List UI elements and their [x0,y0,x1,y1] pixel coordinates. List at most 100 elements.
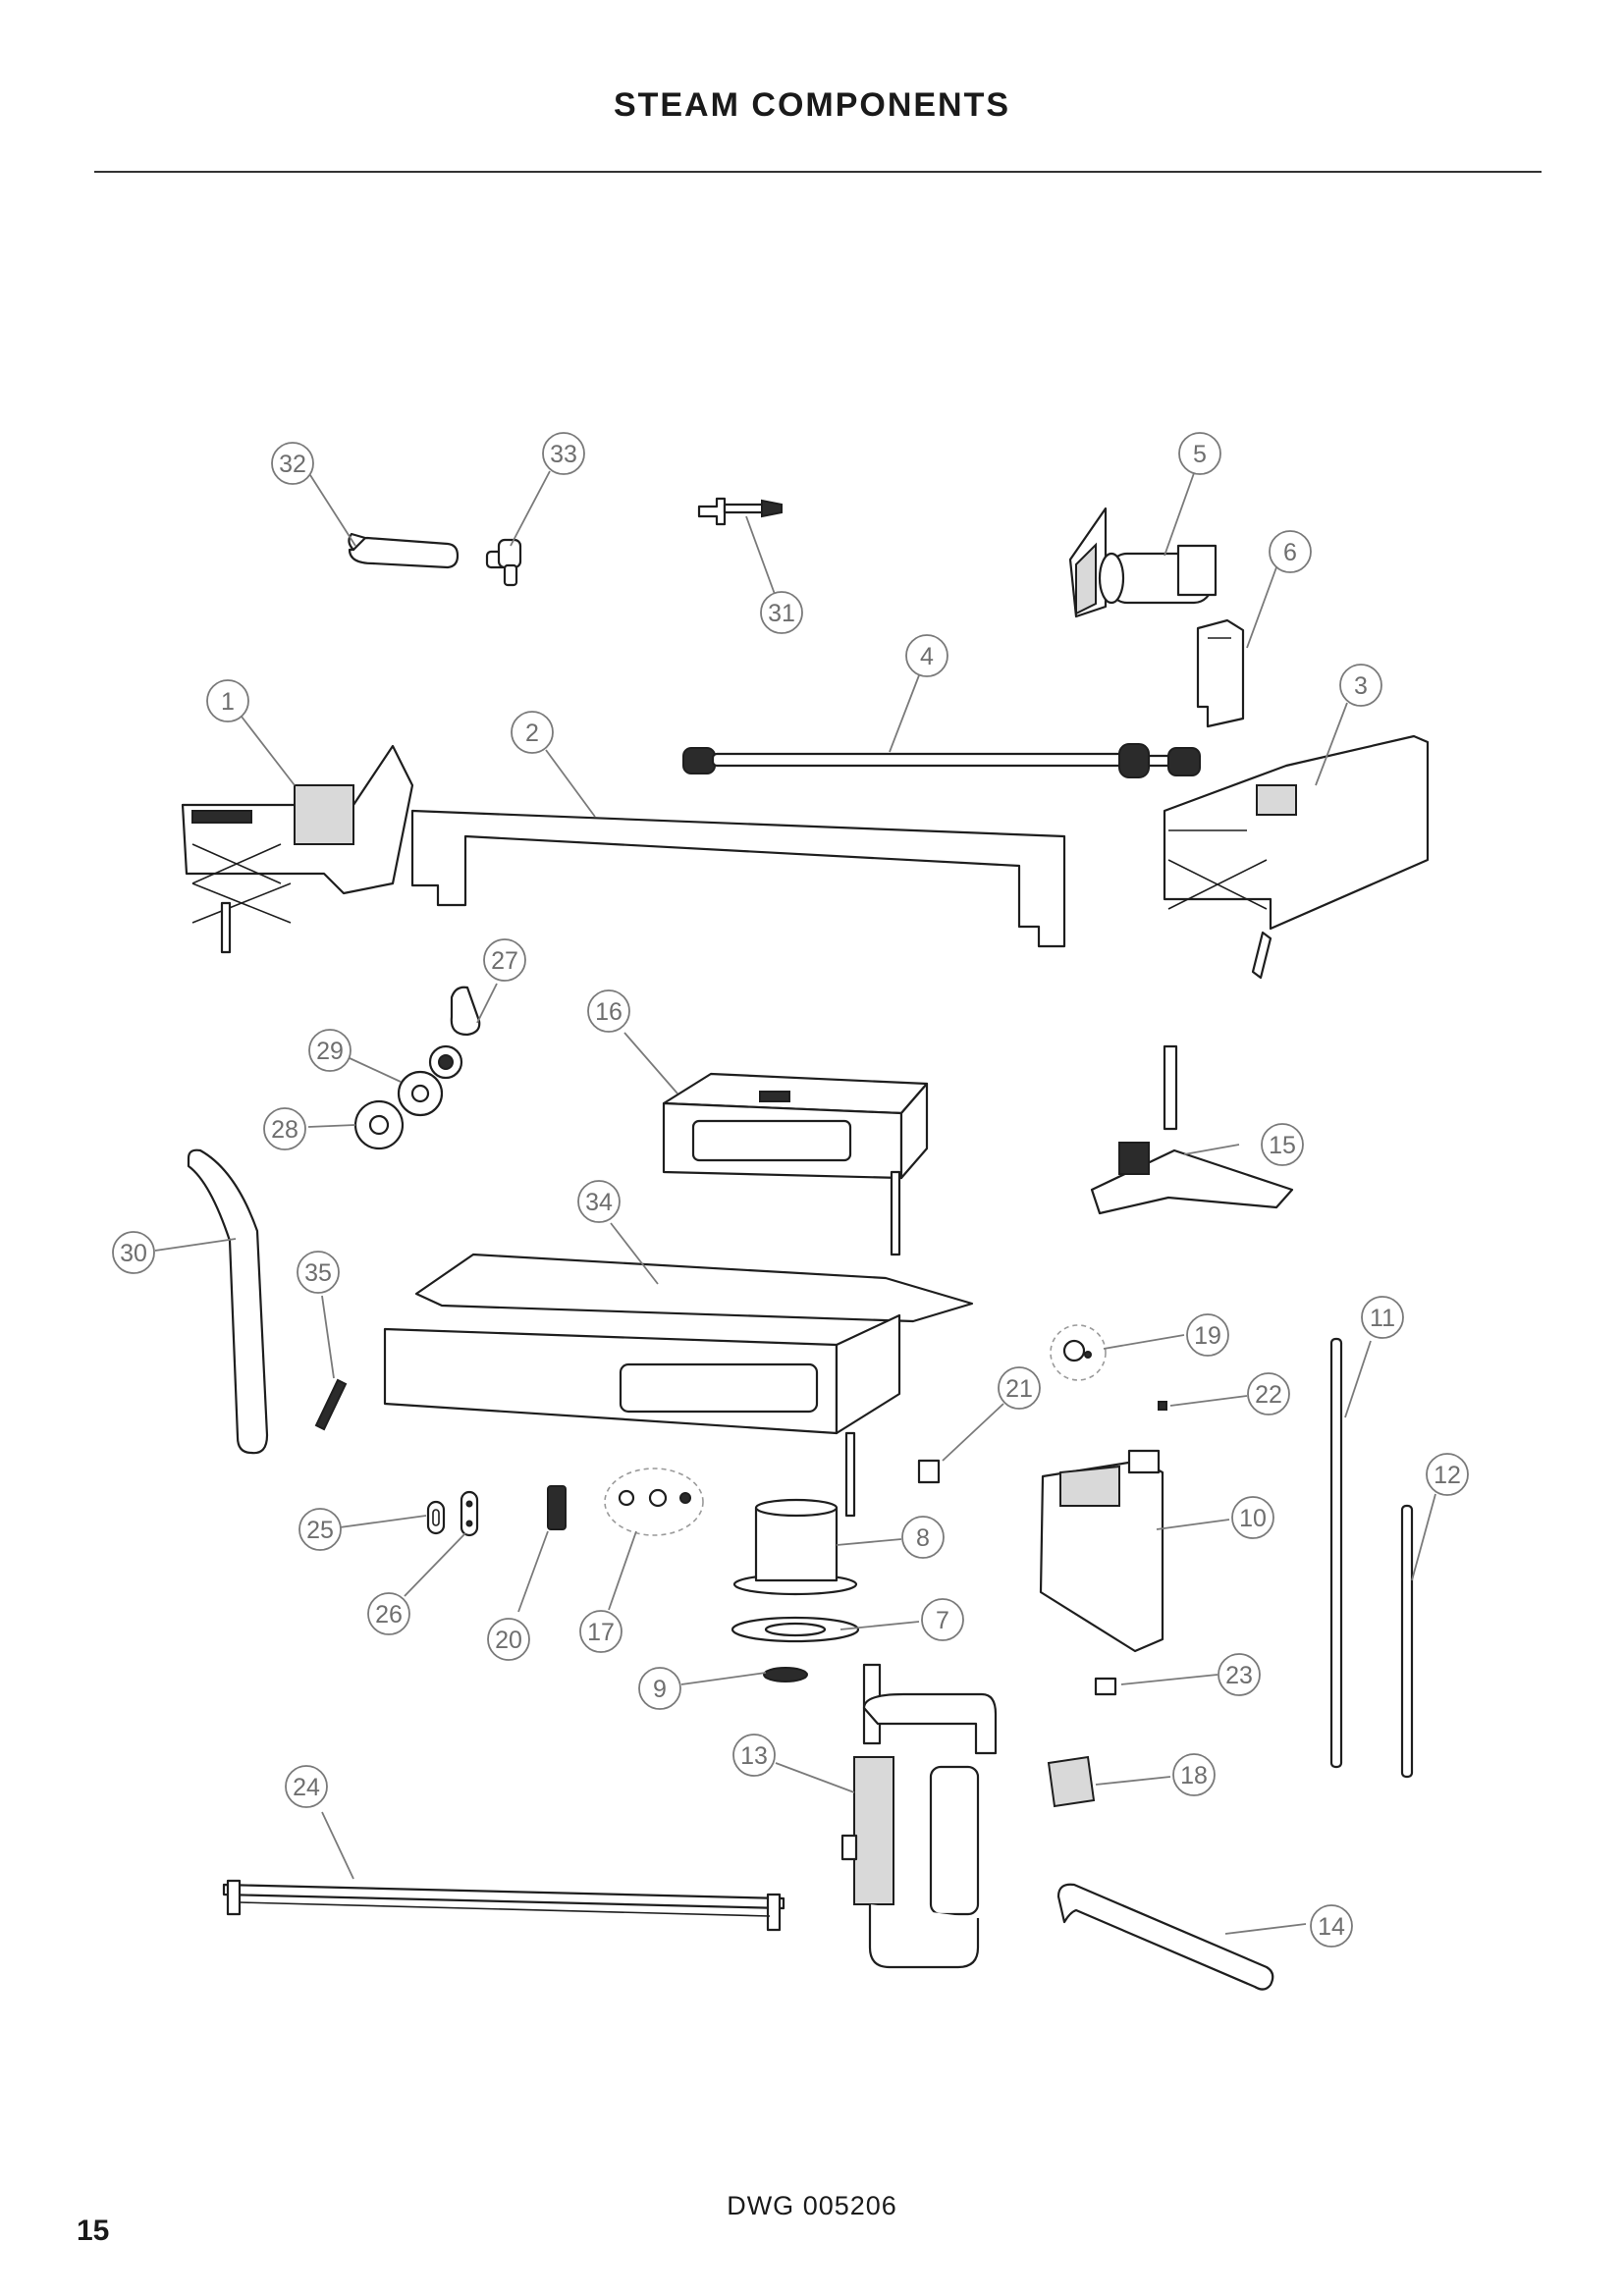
svg-text:18: 18 [1180,1762,1208,1789]
svg-text:1: 1 [221,688,235,716]
svg-text:34: 34 [585,1189,613,1216]
svg-text:3: 3 [1354,672,1368,700]
callout-2: 2 [511,711,554,754]
part-15-drain-bracket [1090,1044,1294,1215]
callout-5: 5 [1178,432,1221,475]
callout-27: 27 [483,938,526,982]
svg-text:27: 27 [491,947,518,975]
svg-text:12: 12 [1434,1462,1461,1489]
part-18-pcb [1047,1755,1096,1808]
part-23-clip [1094,1677,1117,1696]
part-21-clip [917,1459,941,1484]
part-2-frame [410,809,1066,948]
part-25-grommet [426,1500,446,1535]
part-11-rod [1329,1337,1343,1769]
part-12-rod [1400,1504,1414,1779]
callout-23: 23 [1218,1653,1261,1696]
part-10-control-board [1039,1449,1164,1653]
part-8-steam-duct [732,1498,858,1596]
part-1-left-hinge-assembly [181,744,414,954]
callout-7: 7 [921,1598,964,1641]
title-divider [94,171,1542,173]
svg-text:8: 8 [916,1524,930,1552]
callout-6: 6 [1269,530,1312,573]
callout-24: 24 [285,1765,328,1808]
svg-text:31: 31 [768,600,795,627]
part-31-pin [697,497,783,526]
svg-text:14: 14 [1318,1913,1345,1941]
callout-31: 31 [760,591,803,634]
callout-1: 1 [206,679,249,722]
part-32-elbow-hose [348,532,460,569]
svg-text:2: 2 [525,720,539,747]
part-6-bracket [1196,618,1245,728]
svg-text:11: 11 [1370,1305,1395,1332]
part-5-motor-bracket [1068,507,1218,618]
part-24-rail [222,1879,785,1932]
svg-text:6: 6 [1283,539,1297,566]
callout-11: 11 [1361,1296,1404,1339]
page-title: STEAM COMPONENTS [613,86,1011,124]
part-20-sensor [547,1485,567,1530]
part-27-elbow [428,986,481,1080]
callout-22: 22 [1247,1372,1290,1415]
callout-13: 13 [732,1734,776,1777]
part-35-clip [314,1378,348,1431]
svg-text:13: 13 [740,1742,768,1770]
part-30-hose [187,1148,269,1455]
svg-text:9: 9 [653,1676,667,1703]
part-19-gasket [1050,1324,1107,1381]
part-4-shaft [682,743,1201,778]
svg-text:32: 32 [279,451,306,478]
callout-3: 3 [1339,664,1382,707]
svg-text:23: 23 [1225,1662,1253,1689]
callout-10: 10 [1231,1496,1274,1539]
callout-17: 17 [579,1610,623,1653]
callout-26: 26 [367,1592,410,1635]
part-22-small-connector [1158,1401,1167,1411]
svg-text:19: 19 [1194,1322,1221,1350]
part-29-flange [397,1070,444,1117]
callout-4: 4 [905,634,948,677]
svg-text:28: 28 [271,1116,298,1144]
callout-29: 29 [308,1029,352,1072]
callout-25: 25 [298,1508,342,1551]
svg-text:29: 29 [316,1038,344,1065]
svg-text:35: 35 [304,1259,332,1287]
callout-12: 12 [1426,1453,1469,1496]
page-number: 15 [77,2215,110,2247]
part-34-drawer-base [383,1253,974,1518]
part-17-seal-kit [604,1468,704,1536]
callout-35: 35 [297,1251,340,1294]
leader-lines [154,470,1436,1935]
callout-33: 33 [542,432,585,475]
callout-8: 8 [901,1516,945,1559]
svg-text:24: 24 [293,1774,320,1801]
part-26-plate [460,1490,479,1537]
callout-21: 21 [998,1366,1041,1410]
part-7-gasket [731,1616,860,1643]
svg-text:4: 4 [920,643,934,670]
svg-text:30: 30 [120,1240,147,1267]
svg-text:21: 21 [1005,1375,1033,1403]
part-3-right-hinge-assembly [1163,734,1430,980]
part-13-steam-generator [840,1663,998,1969]
part-9-seal [763,1667,808,1682]
callout-9: 9 [638,1667,681,1710]
callout-20: 20 [487,1618,530,1661]
callout-30: 30 [112,1231,155,1274]
svg-text:26: 26 [375,1601,403,1629]
callout-32: 32 [271,442,314,485]
part-16-drawer [662,1072,929,1256]
svg-text:25: 25 [306,1517,334,1544]
callout-14: 14 [1310,1904,1353,1948]
svg-text:20: 20 [495,1627,522,1654]
callout-15: 15 [1261,1123,1304,1166]
callout-16: 16 [587,989,630,1033]
callout-28: 28 [263,1107,306,1150]
svg-text:7: 7 [936,1607,949,1634]
callout-19: 19 [1186,1313,1229,1357]
part-28-flange [353,1099,405,1150]
svg-text:15: 15 [1269,1132,1296,1159]
